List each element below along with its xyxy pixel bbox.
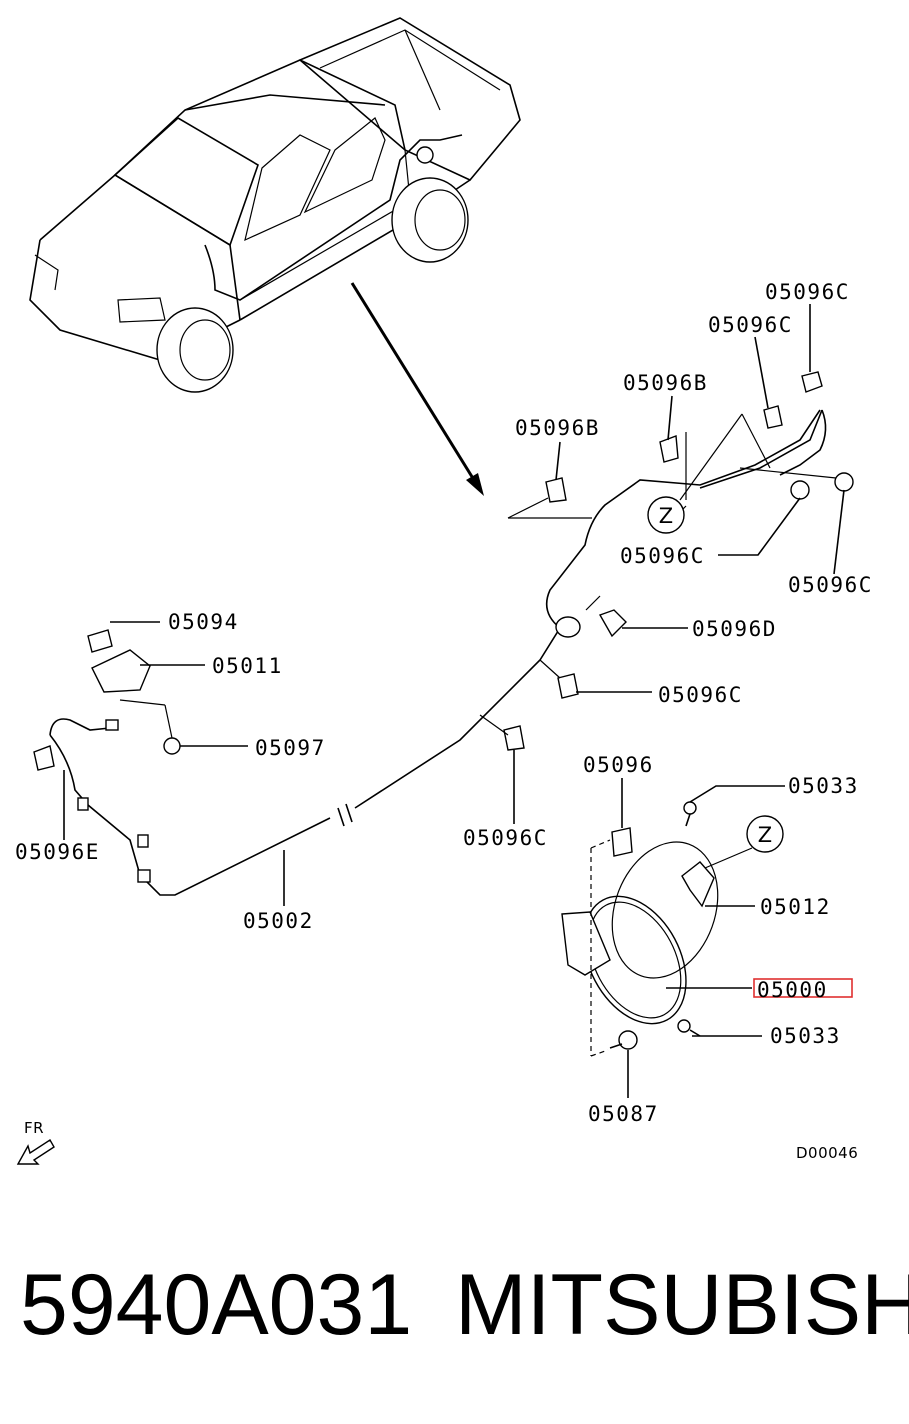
callout-label: 05002 [243,909,314,933]
callout-label: 05096 [583,753,654,777]
truck-illustration [29,17,521,393]
callout-labels: 05096C 05096C 05096B 05096B 05096C 05096… [15,280,873,1126]
callout-label: 05096D [692,617,777,641]
front-direction-marker: FR [16,1119,55,1165]
callout-label: 05033 [770,1024,841,1048]
callout-label: 05096B [515,416,600,440]
detail-markers: Z Z [647,496,784,853]
part-number: 5940A031 [20,1257,413,1353]
callout-label: 05096C [765,280,850,304]
drawing-code: D00046 [796,1144,858,1162]
callout-label-highlighted: 05000 [757,978,828,1002]
cable-assembly [49,409,827,896]
callout-label: 05096C [658,683,743,707]
part-icons [33,371,854,1057]
direction-arrow [350,282,484,496]
callout-label: 05096C [708,313,793,337]
callout-label: 05096C [463,826,548,850]
callout-label: 05033 [788,774,859,798]
callout-label: 05096E [15,840,100,864]
callout-label: 05096B [623,371,708,395]
highlight-box [753,978,853,998]
callout-label: 05012 [760,895,831,919]
callout-label: 05011 [212,654,283,678]
callout-leaders [63,304,845,1098]
callout-label: 05097 [255,736,326,760]
detail-marker-z-upper: Z [659,504,673,528]
detail-marker-z-lower: Z [758,823,772,847]
callout-label: 05096C [788,573,873,597]
front-label: FR [24,1119,44,1137]
callout-label: 05087 [588,1102,659,1126]
brand-name: MITSUBISHI [455,1257,909,1353]
callout-label: 05096C [620,544,705,568]
callout-label: 05094 [168,610,239,634]
